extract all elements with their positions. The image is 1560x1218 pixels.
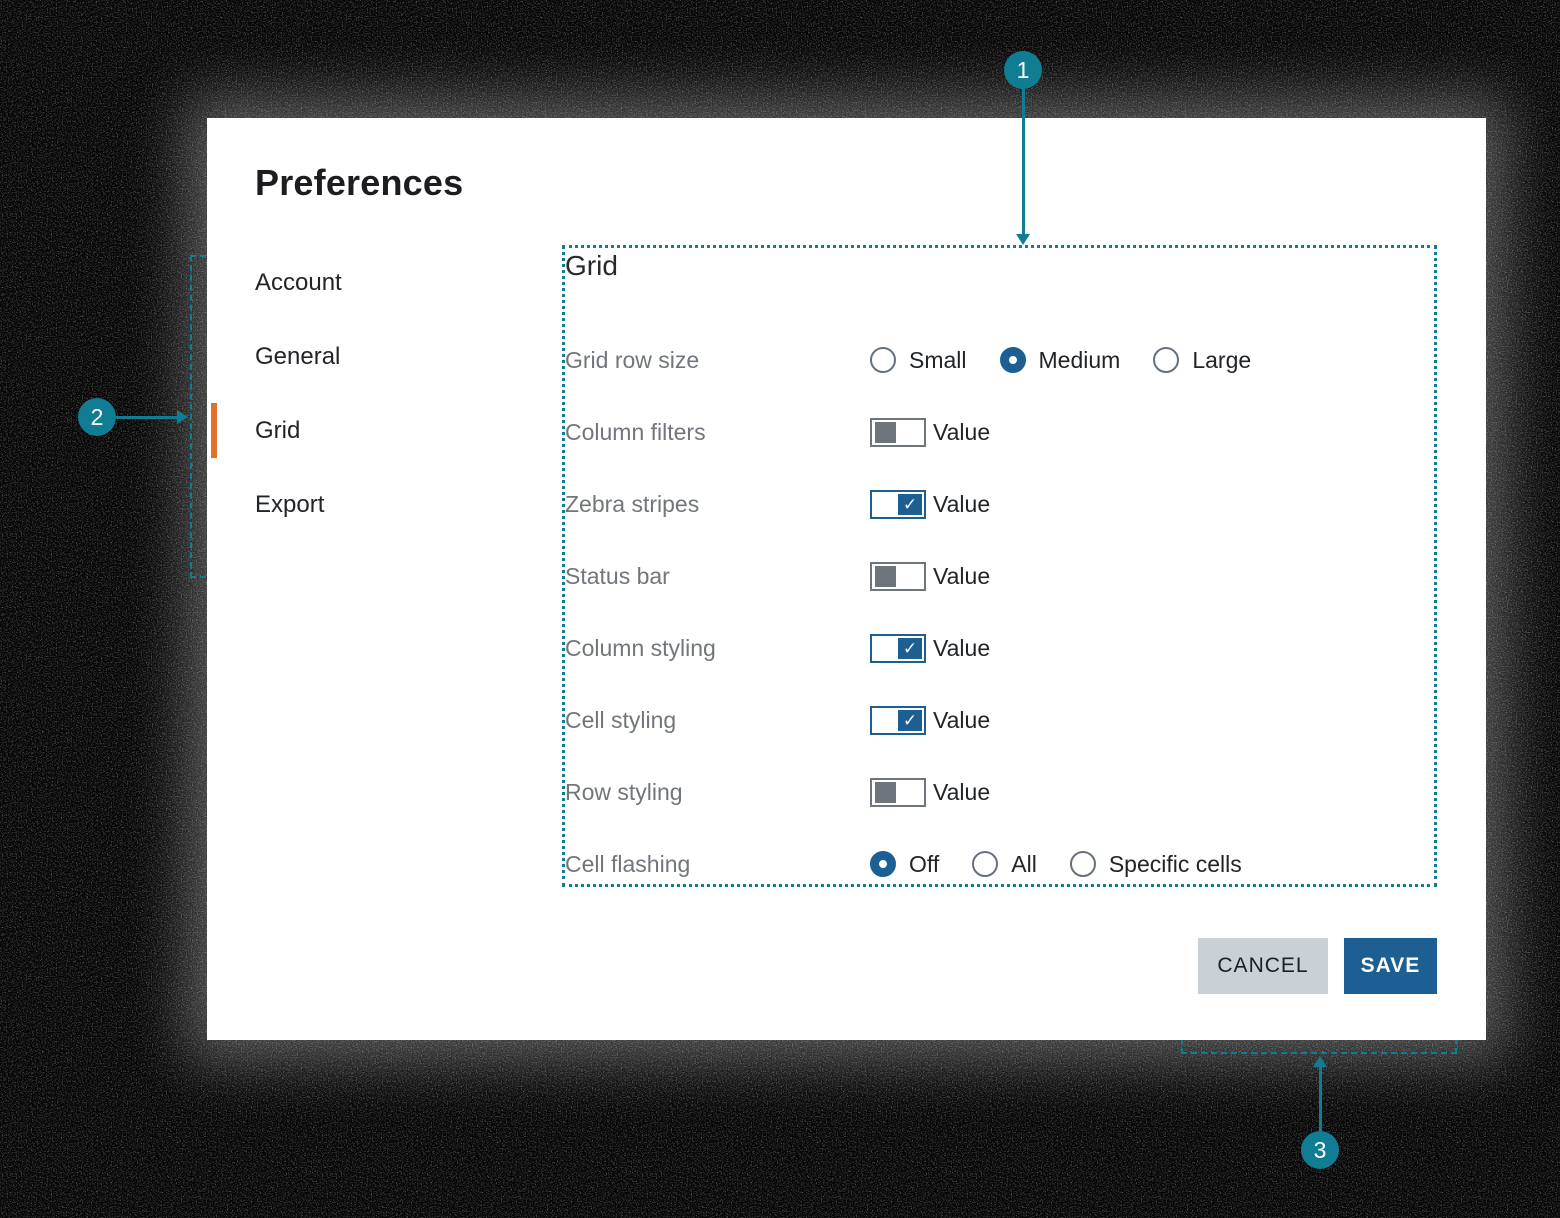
setting-label: Status bar [565,562,670,589]
toggle-knob [875,781,896,803]
radio-icon [1069,851,1096,877]
radio-option-large[interactable]: Large [1153,347,1251,374]
toggle-knob [875,421,896,443]
setting-row-grid-row-size: Grid row size Small Medium Large [565,324,1434,396]
radio-label: Specific cells [1108,850,1242,877]
setting-label: Column styling [565,634,716,661]
setting-label: Cell flashing [565,850,691,877]
setting-row-cell-styling: Cell styling ✓ Value [565,684,1434,756]
radio-label: All [1011,850,1037,877]
callout-2-arrowhead [177,410,188,424]
callout-2-badge: 2 [78,398,116,436]
check-icon: ✓ [902,710,918,730]
check-icon: ✓ [902,494,918,514]
callout-1-connector [1022,89,1025,236]
cancel-button[interactable]: CANCEL [1198,938,1328,994]
sidebar-item-account[interactable]: Account [255,269,342,296]
radio-label: Medium [1038,346,1121,373]
callout-3-connector [1319,1067,1322,1131]
zebra-stripes-toggle[interactable]: ✓ [870,489,926,519]
toggle-value-label: Value [933,562,991,589]
toggle-knob: ✓ [898,493,922,515]
dialog-title: Preferences [255,162,464,203]
radio-label: Large [1192,346,1252,373]
toggle-value-label: Value [933,778,991,805]
toggle-knob [875,565,896,587]
sidebar-item-grid[interactable]: Grid [255,417,301,444]
setting-row-zebra-stripes: Zebra stripes ✓ Value [565,468,1434,540]
grid-row-size-radio-group: Small Medium Large [870,347,1251,374]
toggle-knob: ✓ [898,637,922,659]
check-icon: ✓ [902,638,918,658]
settings-rows: Grid row size Small Medium Large Column … [565,324,1434,900]
callout-3-badge: 3 [1301,1131,1339,1169]
sidebar-item-general[interactable]: General [255,343,341,370]
setting-label: Column filters [565,418,706,445]
panel-heading: Grid [565,250,618,281]
toggle-knob: ✓ [898,709,922,731]
setting-label: Row styling [565,778,683,805]
cell-styling-toggle[interactable]: ✓ [870,705,926,735]
status-bar-toggle[interactable] [870,561,926,591]
callout-3-arrowhead [1313,1056,1327,1067]
setting-label: Grid row size [565,346,700,373]
setting-row-column-styling: Column styling ✓ Value [565,612,1434,684]
setting-row-row-styling: Row styling Value [565,756,1434,828]
callout-2-connector [116,416,177,419]
callout-1-arrowhead [1016,234,1030,245]
toggle-value-label: Value [933,706,991,733]
save-button[interactable]: SAVE [1344,938,1437,994]
setting-label: Zebra stripes [565,490,700,517]
radio-icon [972,851,999,877]
row-styling-toggle[interactable] [870,777,926,807]
active-tab-indicator [211,403,217,458]
toggle-value-label: Value [933,418,991,445]
callout-1-badge: 1 [1004,51,1042,89]
radio-label: Off [909,850,940,877]
radio-icon [870,347,896,373]
radio-option-specific-cells[interactable]: Specific cells [1069,850,1242,878]
radio-option-medium[interactable]: Medium [999,346,1121,374]
toggle-value-label: Value [933,634,991,661]
setting-row-status-bar: Status bar Value [565,540,1434,612]
radio-option-all[interactable]: All [972,851,1037,878]
radio-option-off[interactable]: Off [870,851,939,878]
setting-row-cell-flashing: Cell flashing Off All Specific cells [565,828,1434,900]
sidebar-item-export[interactable]: Export [255,491,325,518]
column-styling-toggle[interactable]: ✓ [870,633,926,663]
radio-option-small[interactable]: Small [870,347,967,374]
radio-icon [1153,347,1180,373]
setting-row-column-filters: Column filters Value [565,396,1434,468]
radio-label: Small [909,346,967,373]
cell-flashing-radio-group: Off All Specific cells [870,851,1242,878]
toggle-value-label: Value [933,490,991,517]
column-filters-toggle[interactable] [870,417,926,447]
setting-label: Cell styling [565,706,677,733]
radio-selected-icon [999,347,1026,373]
radio-selected-icon [870,851,896,877]
